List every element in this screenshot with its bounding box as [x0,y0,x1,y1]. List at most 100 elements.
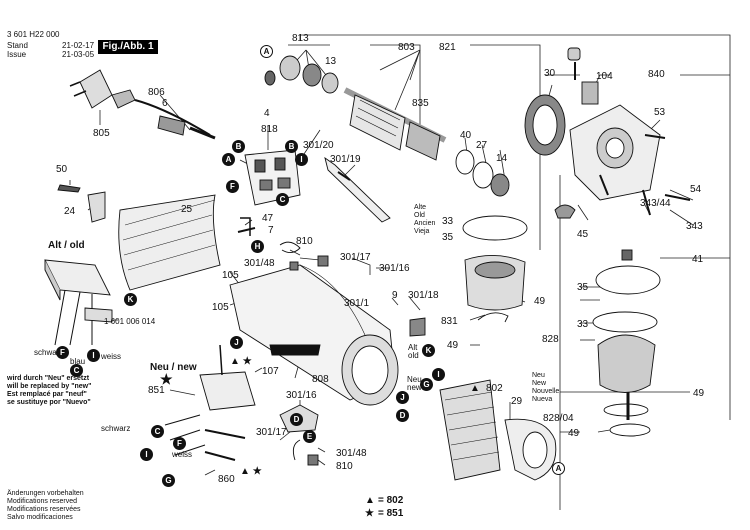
alt-label-es: Vieja [414,228,430,235]
issue-date: 21-03-05 [62,50,95,59]
part-label-301-1: 301/1 [344,298,370,309]
triangle-marker: ▲ [240,466,250,477]
stand-date: 21-02-17 [62,41,95,50]
callout-e-bottom: E [303,430,316,443]
wire-label-weiss-new: weiss [172,450,193,459]
part-label-803: 803 [398,42,415,53]
neu-label-en: New [532,380,547,387]
part-label-813: 813 [292,33,309,44]
replacement-note-de: wird durch "Neu" ersetzt [7,375,90,382]
issue-label: Issue [7,50,27,59]
callout-g-bottom: G [162,474,175,487]
callout-d-right: D [396,409,409,422]
part-label-802: 802 [486,383,503,394]
neu-short-label: Neu [407,375,422,384]
part-label-30: 30 [544,68,556,79]
alt-multilingual-label: Alte Old Ancien Vieja [414,204,435,236]
changes-note-en: Modifications reserved [7,498,78,505]
part-label-54: 54 [690,184,702,195]
alt-short-label: Alt [408,343,418,352]
callout-b-right: B [285,140,298,153]
part-label-828-04: 828/04 [543,413,574,424]
part-label-25: 25 [181,204,193,215]
part-label-24: 24 [64,206,76,217]
changes-reserved-note: Änderungen vorbehalten Modifications res… [7,490,84,522]
part-label-14: 14 [496,153,508,164]
part-label-9: 9 [392,290,398,301]
part-label-49-bottom: 49 [568,428,580,439]
part-label-45: 45 [577,229,589,240]
callout-i-top: I [295,153,308,166]
part-label-301-48-top: 301/48 [244,258,275,269]
replacement-note-fr: Est remplacé par "neuf" [7,391,87,398]
triangle-marker: ▲ [230,356,240,367]
part-label-50: 50 [56,164,68,175]
part-label-35-right: 35 [577,282,589,293]
alt-label-de: Alte [414,204,427,211]
star-marker: ★ [242,356,252,367]
alt-label-fr: Ancien [414,220,436,227]
wire-label-schwarz: schwarz [34,348,64,357]
callout-j-top: J [230,336,243,349]
legend-triangle-ref: = 802 [378,495,404,506]
part-label-851: 851 [148,385,165,396]
part-label-33-left: 33 [442,216,454,227]
wire-label-schwarz-new: schwarz [101,424,131,433]
part-label-840: 840 [648,69,665,80]
stand-label: Stand [7,41,28,50]
neu-label-fr: Nouvelle [532,388,560,395]
part-label-821: 821 [439,42,456,53]
part-label-41: 41 [692,254,704,265]
part-label-104: 104 [596,71,613,82]
changes-note-fr: Modifications reservées [7,506,81,513]
part-label-49-right: 49 [693,388,705,399]
old-short-label: old [408,351,419,360]
triangle-star-marker-860: ▲ ★ [240,466,262,477]
part-label-107: 107 [262,366,279,377]
neu-multilingual-label: Neu New Nouvelle Nueva [532,372,559,404]
part-label-301-48-bottom: 301/48 [336,448,367,459]
callout-i-bottom: I [140,448,153,461]
callout-f-top: F [226,180,239,193]
legend-star-symbol: ★ [365,508,374,519]
callout-a-left: A [222,153,235,166]
part-label-810-bottom: 810 [336,461,353,472]
part-label-301-17-top: 301/17 [340,252,371,263]
callout-h: H [251,240,264,253]
figure-label: Fig./Abb. 1 [98,40,158,54]
part-label-301-18: 301/18 [408,290,439,301]
part-label-860: 860 [218,474,235,485]
part-label-301-20: 301/20 [303,140,334,151]
callout-i-right: I [432,368,445,381]
callout-c-bottom: C [151,425,164,438]
alt-label-en: Old [414,212,425,219]
callout-f-bottom: F [173,437,186,450]
changes-note-es: Salvo modificaciones [7,514,73,521]
replacement-note-es: se sustituye por "Nuevo" [7,399,91,406]
callout-i-left: I [87,349,100,362]
part-label-47: 47 [262,213,274,224]
part-label-4: 4 [264,108,270,119]
callout-f-left: F [56,346,69,359]
part-label-29: 29 [511,396,523,407]
part-label-301-16-bottom: 301/16 [286,390,317,401]
part-label-49-left: 49 [447,340,459,351]
star-marker: ★ [252,466,262,477]
legend-star-ref: = 851 [378,508,404,519]
part-label-33-right: 33 [577,319,589,330]
part-label-343: 343 [686,221,703,232]
part-label-105-a: 105 [222,270,239,281]
neu-new-label: Neu / new [150,362,197,373]
triangle-marker-802: ▲ [470,383,480,394]
part-label-810-top: 810 [296,236,313,247]
replacement-note: wird durch "Neu" ersetzt will be replace… [7,375,91,407]
part-label-343-44: 343/44 [640,198,671,209]
star-marker-851: ★ [160,371,173,387]
part-label-1601006014: 1 601 006 014 [104,317,156,326]
part-label-805: 805 [93,128,110,139]
part-label-6: 6 [162,98,168,109]
part-label-53: 53 [654,107,666,118]
callout-g-right: G [420,378,433,391]
wire-label-blau: blau [70,357,86,366]
